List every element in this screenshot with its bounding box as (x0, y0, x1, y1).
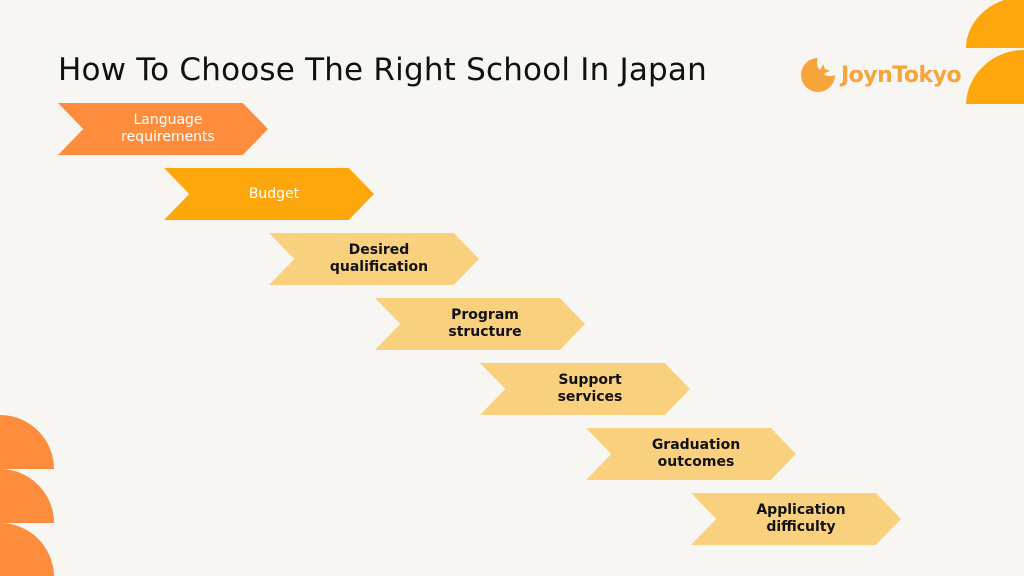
step-label-line2: qualification (329, 259, 429, 275)
step-label-line1: Graduation (651, 437, 741, 453)
step-label: Budget (248, 185, 300, 202)
step-label-line1: Language (133, 112, 203, 128)
moon-star-icon (801, 58, 835, 92)
step-label-line1: Support (558, 372, 622, 388)
step-label-line1: Desired (348, 242, 410, 258)
step-label-line2: structure (448, 324, 522, 340)
step-label-line2: services (557, 389, 623, 405)
step-label-line1: Program (451, 307, 519, 323)
page-title: How To Choose The Right School In Japan (58, 52, 707, 88)
step-label-line2: requirements (121, 129, 215, 145)
step-label-line2: outcomes (657, 454, 735, 470)
step-budget: Budget (164, 168, 374, 220)
brand-logo: JoynTokyo (799, 56, 962, 94)
top-right-decoration (966, 0, 1024, 104)
step-label-line2: difficulty (766, 519, 836, 535)
step-label-line1: Application (756, 502, 846, 518)
brand-name: JoynTokyo (841, 62, 962, 88)
bottom-left-decoration (0, 415, 54, 576)
